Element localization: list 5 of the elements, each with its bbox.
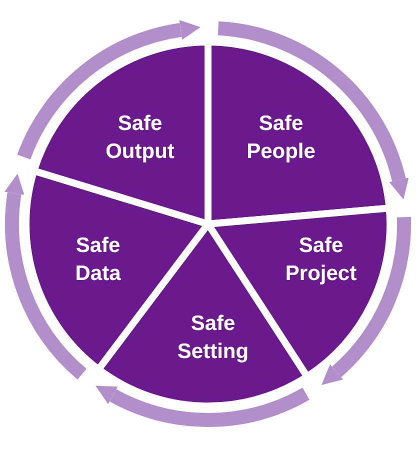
slice-label: Safe Output xyxy=(104,111,176,165)
slice-label: Safe Setting xyxy=(176,311,250,365)
slice-label: Safe Project xyxy=(284,233,358,287)
slice-label: Safe Data xyxy=(74,233,122,287)
slice-label: Safe People xyxy=(246,111,316,165)
